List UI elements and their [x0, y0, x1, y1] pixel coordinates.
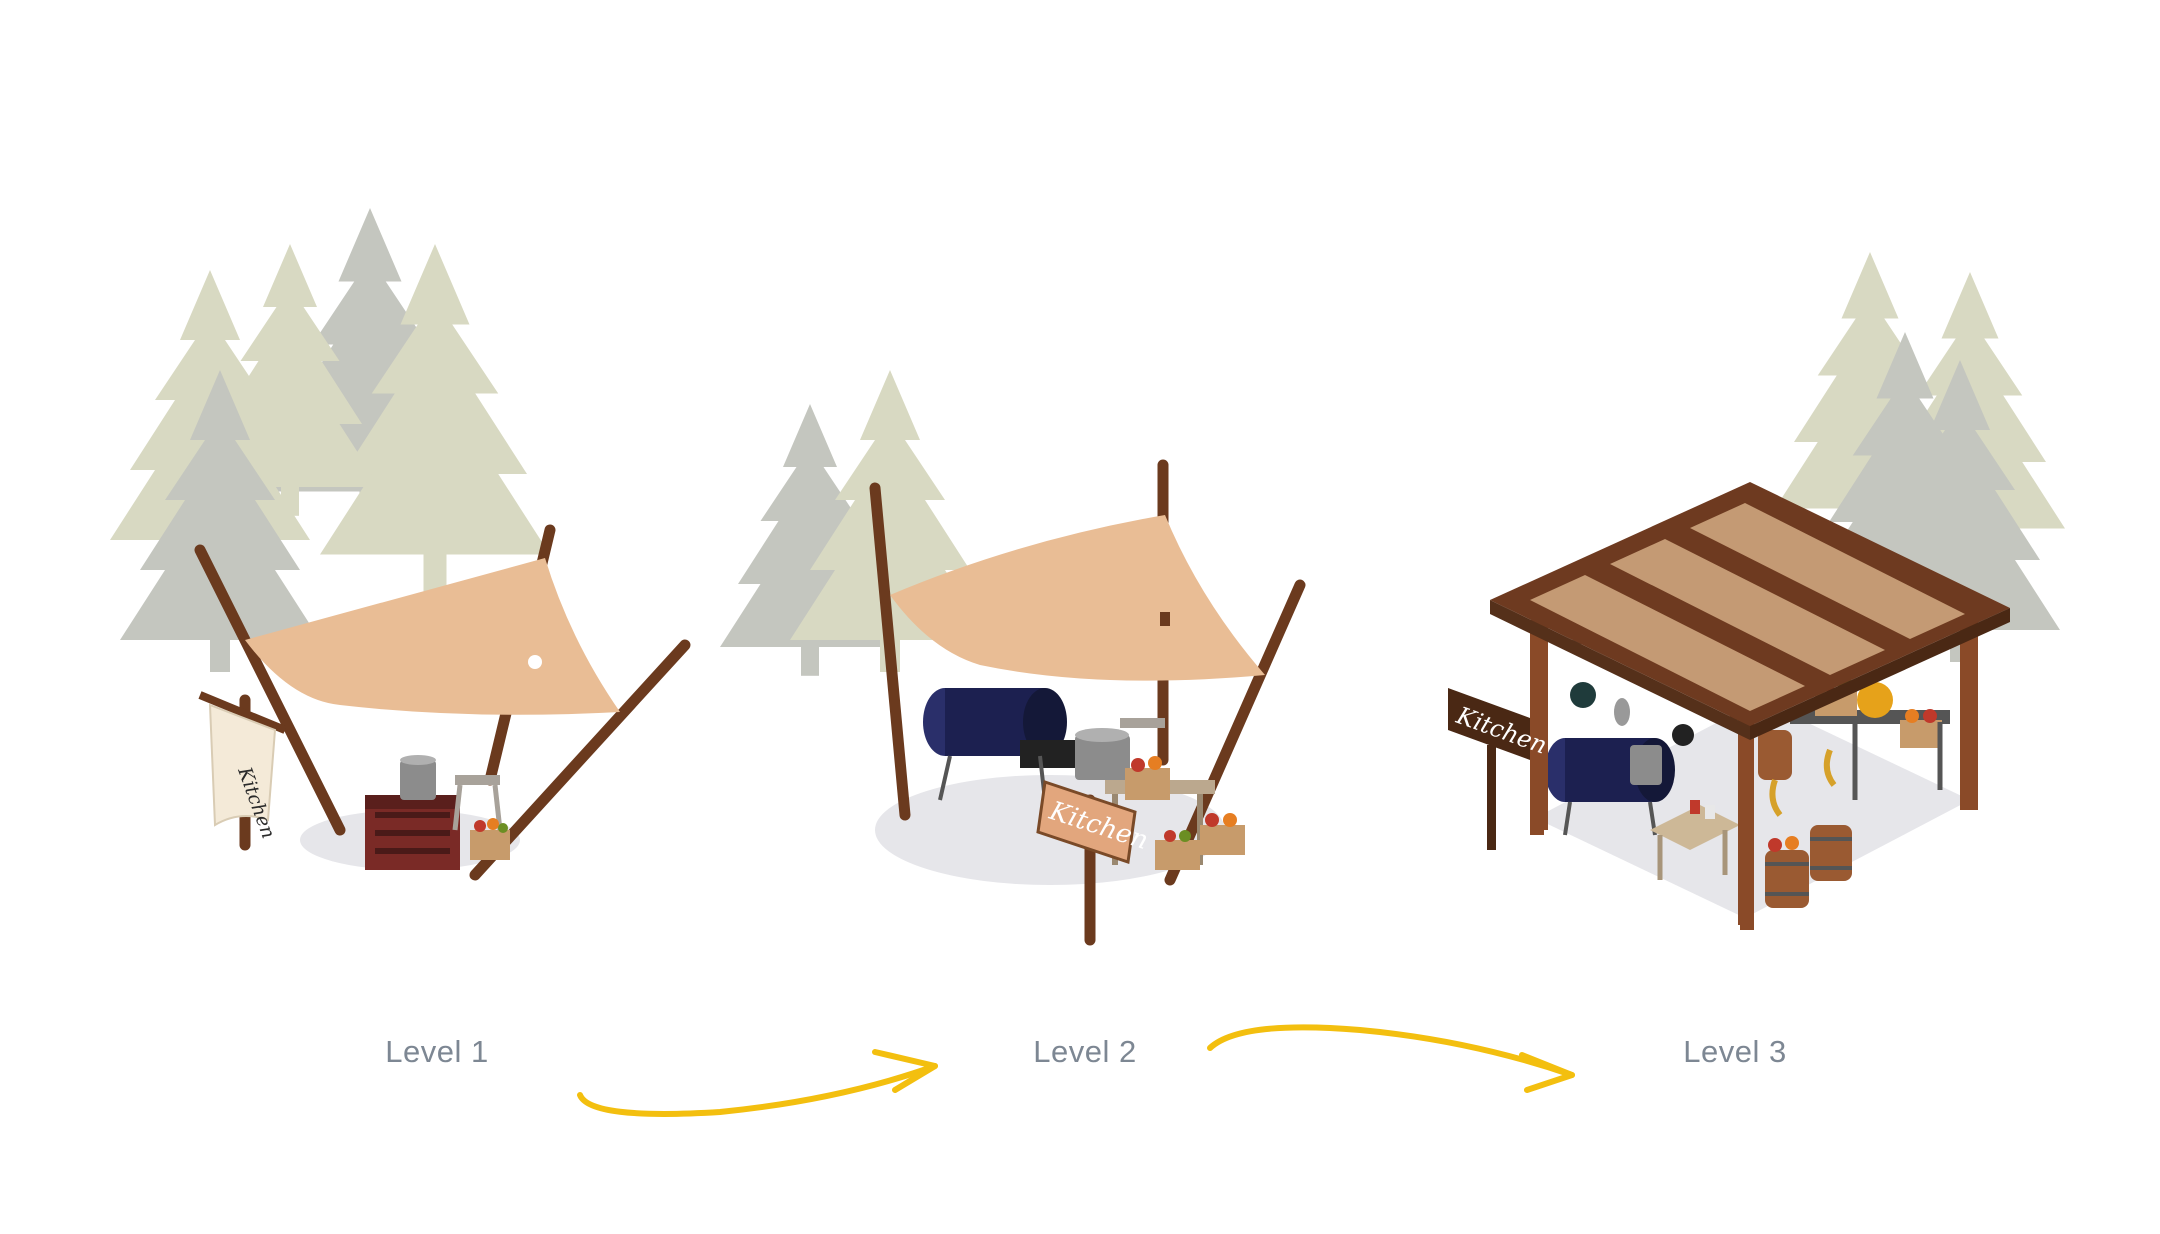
level-3-shelf — [1790, 677, 1950, 800]
level-3-table-and-barrels — [1650, 730, 1852, 908]
level-3-kitchen[interactable]: Kitchen — [1448, 251, 2065, 930]
level-2-barrel-grill — [923, 688, 1075, 801]
arrow-level-1-to-2 — [577, 1063, 938, 1117]
level-3-roof — [1490, 482, 2010, 740]
level-2-label: Level 2 — [1033, 1034, 1137, 1069]
level-1-tarp-hole — [528, 655, 542, 669]
level-1-kitchen[interactable]: Kitchen — [110, 208, 691, 881]
level-2-prep-table — [1075, 718, 1245, 870]
level-1-campfire-stove — [365, 755, 510, 870]
arrow-1-head — [872, 1049, 938, 1093]
level-progress-arrows — [577, 1024, 1575, 1117]
level-3-barrel-grill — [1545, 738, 1675, 836]
level-2-tarp — [890, 515, 1265, 681]
arrow-level-2-to-3 — [1207, 1024, 1575, 1078]
level-3-label: Level 3 — [1683, 1034, 1787, 1069]
level-1-tarp — [245, 558, 620, 715]
level-2-kitchen[interactable]: Kitchen — [720, 370, 1306, 946]
level-1-label: Level 1 — [385, 1034, 489, 1069]
level-2-tarp-clip — [1160, 612, 1170, 626]
arrow-2-head — [1519, 1052, 1575, 1093]
level-3-front-posts — [1532, 620, 1978, 925]
